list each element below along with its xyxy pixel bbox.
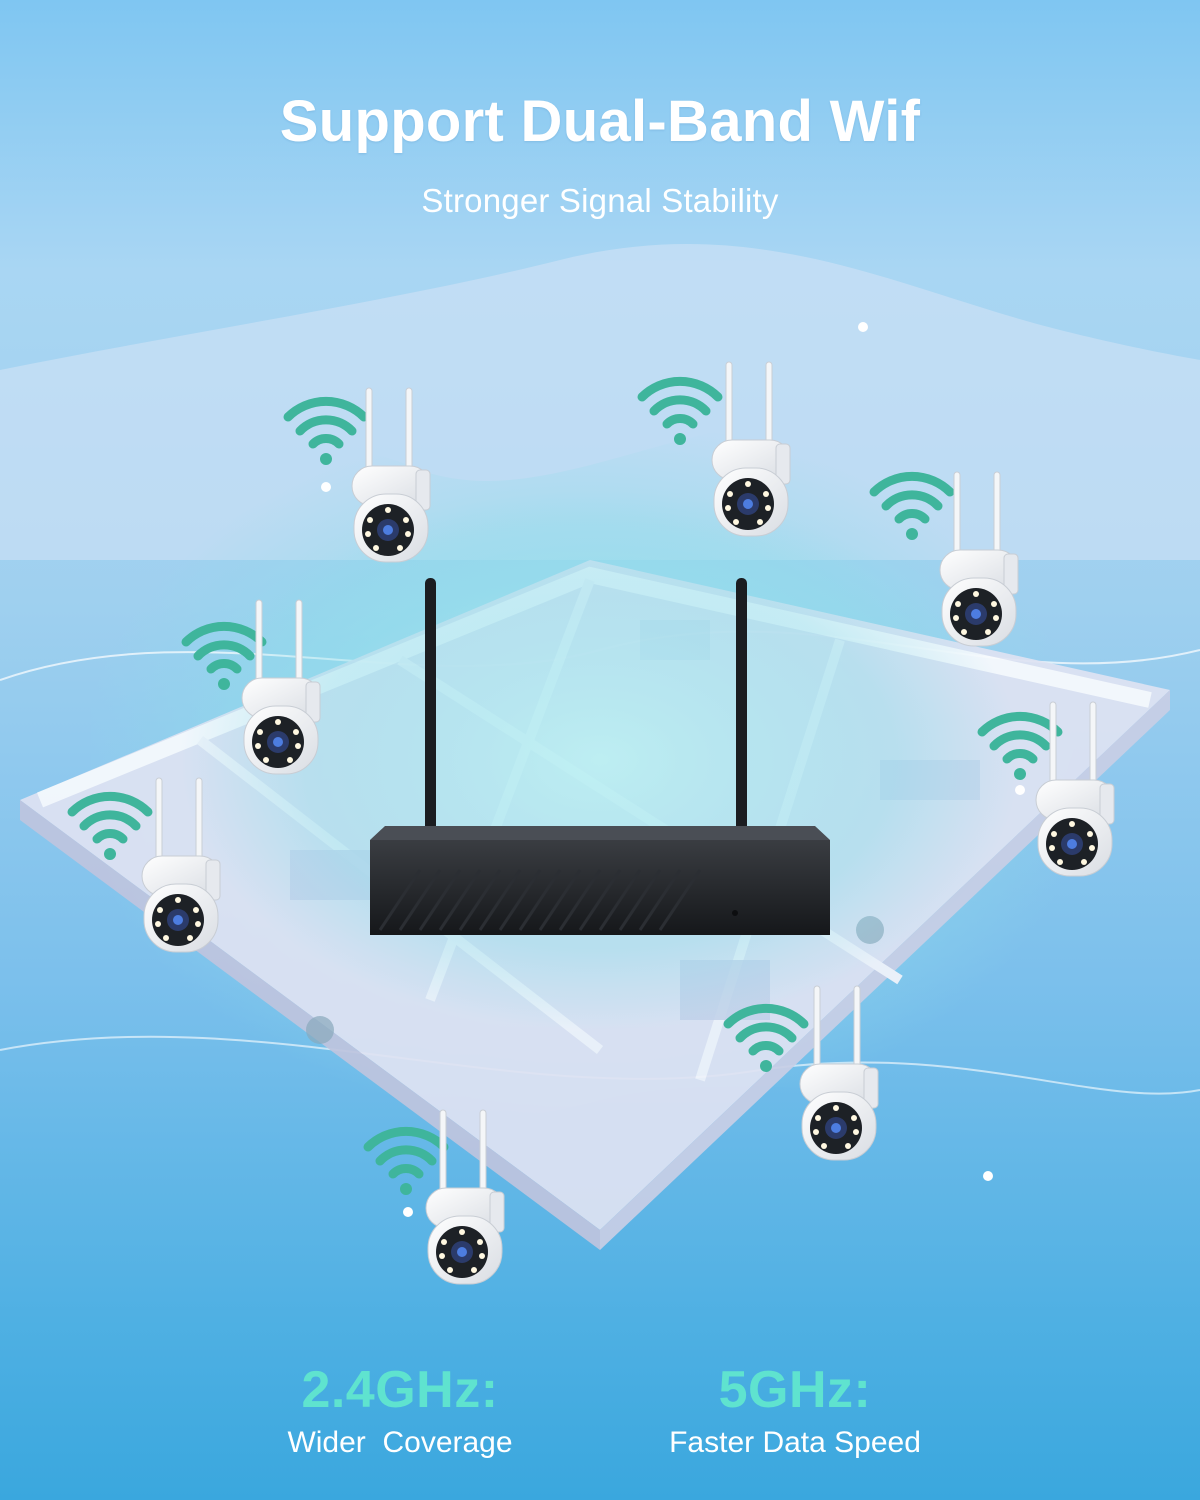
band-description: Wider Coverage <box>287 1426 513 1459</box>
network-illustration <box>0 244 1200 1285</box>
nvr-recorder <box>370 578 830 935</box>
band-label: 5GHz: <box>718 1361 872 1419</box>
page-subtitle: Stronger Signal Stability <box>421 182 779 219</box>
page-title: Support Dual-Band Wif <box>279 89 921 154</box>
band-description: Faster Data Speed <box>669 1426 921 1459</box>
band-5ghz: 5GHz: Faster Data Speed <box>585 1360 1005 1460</box>
band-label: 2.4GHz: <box>301 1361 499 1419</box>
band-2-4ghz: 2.4GHz: Wider Coverage <box>190 1360 610 1460</box>
wifi-icon <box>368 1131 444 1195</box>
